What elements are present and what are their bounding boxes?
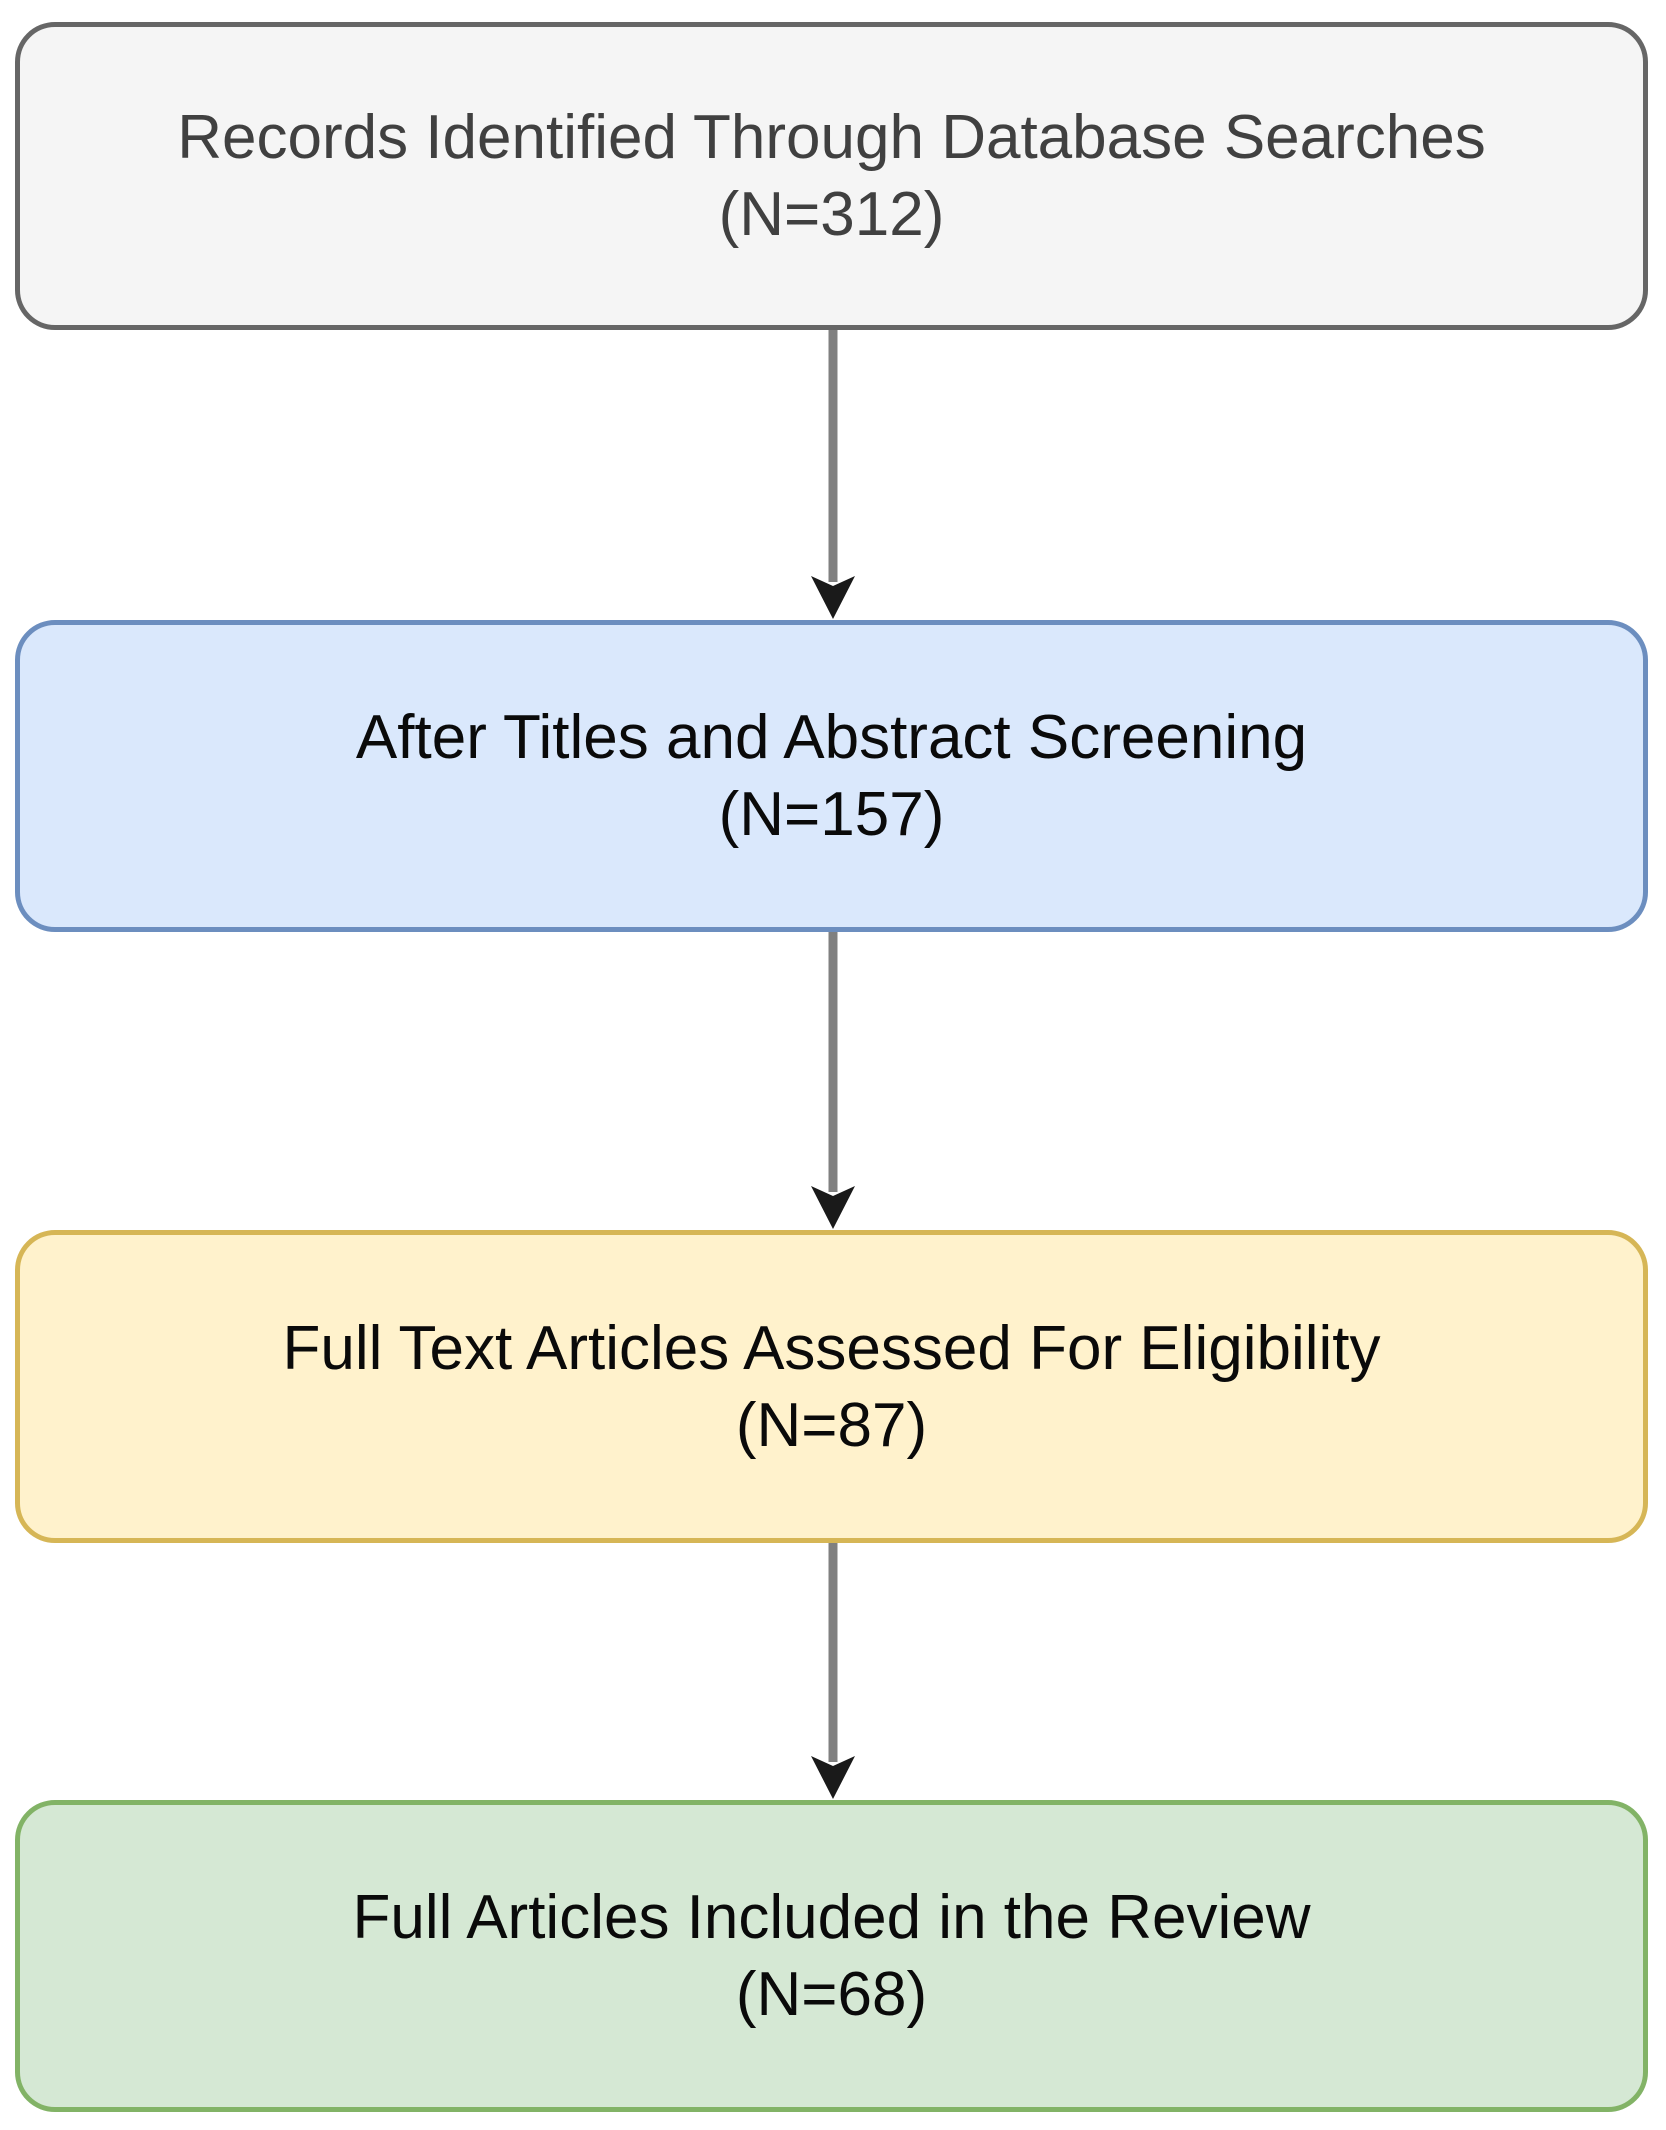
connector-screening-to-fulltext xyxy=(810,932,856,1230)
box-count: (N=68) xyxy=(735,1960,928,2029)
connector-fulltext-to-included xyxy=(810,1543,856,1800)
arrow-head-icon xyxy=(811,1756,855,1799)
box-count: (N=312) xyxy=(718,180,945,249)
connector-records-to-screening xyxy=(810,330,856,620)
box-count: (N=87) xyxy=(735,1390,928,1460)
flow-box-records-identified: Records Identified Through Database Sear… xyxy=(15,22,1648,330)
arrow-head-icon xyxy=(811,576,855,619)
box-label: Full Text Articles Assessed For Eligibil… xyxy=(282,1313,1381,1383)
box-label: Records Identified Through Database Sear… xyxy=(177,103,1486,172)
box-label: After Titles and Abstract Screening xyxy=(355,703,1308,772)
arrow-down-icon xyxy=(811,330,855,619)
box-count: (N=157) xyxy=(718,780,945,849)
arrow-down-icon xyxy=(811,932,855,1229)
flow-box-full-text-assessed: Full Text Articles Assessed For Eligibil… xyxy=(15,1230,1648,1543)
flow-box-after-title-abstract-screening: After Titles and Abstract Screening (N=1… xyxy=(15,620,1648,932)
arrow-head-icon xyxy=(811,1186,855,1229)
arrow-down-icon xyxy=(811,1543,855,1799)
box-label: Full Articles Included in the Review xyxy=(352,1883,1311,1952)
flow-box-included-in-review: Full Articles Included in the Review (N=… xyxy=(15,1800,1648,2112)
